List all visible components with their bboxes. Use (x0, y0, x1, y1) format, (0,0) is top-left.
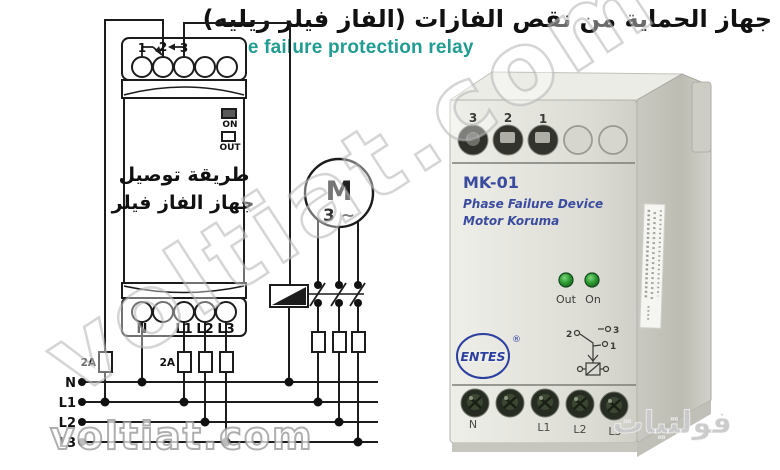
led-on-label: On (585, 293, 601, 306)
schematic-1-label: 1 (610, 342, 616, 352)
device-bottom-l3-label: L3 (608, 425, 621, 438)
screw-terminal (565, 389, 595, 419)
on-indicator (221, 108, 237, 119)
fuse-motor3 (351, 331, 366, 353)
schematic-3-label: 3 (613, 326, 619, 336)
relay-terminal-3-label: 3 (180, 41, 188, 55)
fuses (98, 331, 366, 373)
relay-bottom-l1-label: L1 (175, 322, 192, 337)
device-name-tr: Motor Koruma (463, 214, 559, 228)
device-bottom-edge (637, 400, 711, 457)
brand-name: ENTES (460, 349, 505, 364)
fuse-left-2a (98, 351, 113, 373)
wire-terminal2-to-l1 (104, 19, 164, 402)
motor-label: M (326, 176, 353, 207)
terminal-unused-2 (598, 125, 628, 155)
relay-terminal-1-label: 1 (138, 41, 146, 55)
status-leds (558, 272, 600, 288)
screw-terminal (495, 388, 525, 418)
fuse-l3 (219, 351, 234, 373)
led-out (558, 272, 574, 288)
led-on (584, 272, 600, 288)
bus-n-label: N (65, 376, 76, 391)
relay-top-terminals (131, 56, 238, 78)
device-bottom-shadow (452, 443, 637, 452)
contact-schematic (573, 325, 612, 376)
wires (104, 19, 359, 442)
motor-phase-label: 3 ~ (323, 206, 355, 226)
device-name-en: Phase Failure Device (463, 197, 603, 211)
relay-caption-line1: طريقة توصيل (119, 164, 250, 186)
screw-terminal (460, 388, 490, 418)
device-bottom-l2-label: L2 (573, 423, 586, 436)
device-bottom-terminals (460, 388, 629, 421)
bus-lines (82, 381, 378, 443)
side-spec-label (639, 203, 666, 329)
terminal-3 (457, 124, 489, 156)
fuse-left-label: 2A (81, 357, 97, 369)
page-title-arabic: جهاز الحماية من نقص الفازات (الفاز فيلر … (202, 5, 772, 33)
fuse-l1-2a (177, 351, 192, 373)
relay-housing (121, 37, 247, 337)
screw-terminal (530, 388, 560, 418)
registered-mark: ® (512, 335, 521, 345)
device-top-terminals (457, 124, 628, 156)
fuse-l1-label: 2A (160, 357, 176, 369)
fuse-motor2 (332, 331, 347, 353)
schematic-2-label: 2 (566, 330, 572, 340)
relay-bottom-n-label: N (137, 322, 148, 337)
relay-product-photo: 3 2 1 MK-01 Phase Failure Device Motor K… (448, 71, 712, 457)
bus-l1-label: L1 (59, 396, 76, 411)
relay-caption-line2: جهاز الفاز فيلر (111, 192, 255, 214)
device-model: MK-01 (463, 173, 519, 192)
out-indicator (221, 131, 236, 142)
led-out-label: Out (556, 293, 577, 306)
motor-symbol (303, 157, 375, 229)
din-clip-tab (691, 81, 712, 153)
relay-terminal-2-label: 2 (159, 40, 167, 54)
terminal-2 (492, 124, 524, 156)
out-label: OUT (219, 143, 241, 153)
header: جهاز الحماية من نقص الفازات (الفاز فيلر … (203, 4, 772, 59)
device-terminal-1-label: 1 (539, 112, 547, 126)
terminal-unused-1 (563, 125, 593, 155)
relay-bottom-l2-label: L2 (196, 322, 213, 337)
fuse-motor1 (311, 331, 326, 353)
fuse-l2 (198, 351, 213, 373)
terminal-1 (527, 124, 559, 156)
contactor-contacts (309, 282, 366, 307)
relay-bottom-l3-label: L3 (217, 322, 234, 337)
changeover-switch-symbol (141, 43, 185, 56)
bus-l2-label: L2 (59, 416, 76, 431)
screw-terminal (599, 391, 629, 421)
wiring-diagram: 1 2 3 ON OUT طريقة توصيل جهاز الفاز فيلر… (59, 19, 378, 451)
page-subtitle-english: phase failure protection relay (202, 37, 474, 59)
device-bottom-l1-label: L1 (537, 421, 550, 434)
device-bottom-n-label: N (469, 418, 477, 431)
brand-logo: ENTES ® (456, 333, 521, 379)
contactor-coil (269, 284, 364, 308)
device-terminal-2-label: 2 (504, 111, 512, 125)
bus-l3-label: L3 (59, 436, 76, 451)
device-terminal-3-label: 3 (469, 111, 477, 125)
junction-dots (78, 281, 363, 447)
on-label: ON (222, 120, 237, 130)
wire-terminal3-to-coil (183, 22, 291, 285)
relay-bottom-terminals (131, 301, 237, 323)
